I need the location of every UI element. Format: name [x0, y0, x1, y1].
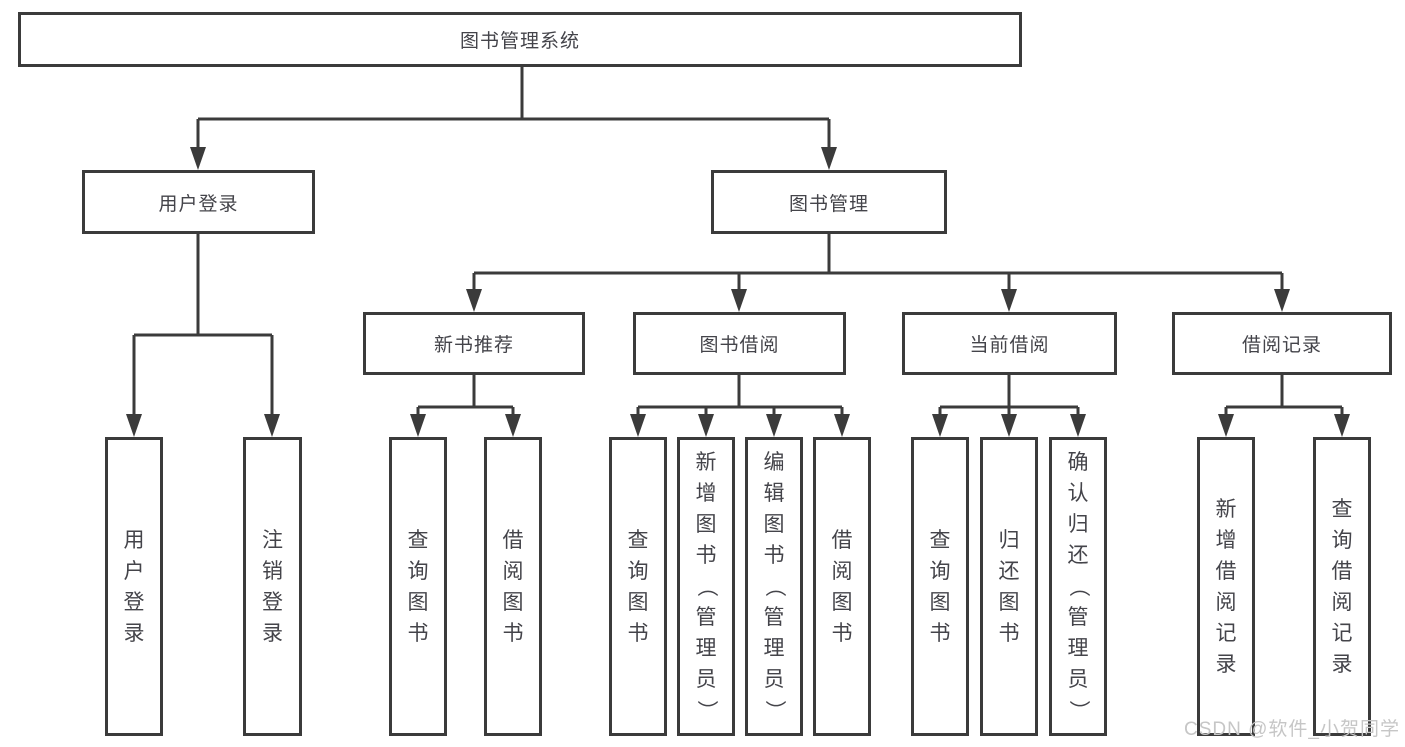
leaf-confirm-return-admin-label: 确认归还（管理员） [1066, 451, 1090, 721]
node-user-login-label: 用户登录 [158, 193, 239, 215]
leaf-borrow-books-recommend: 借阅图书 [484, 437, 542, 736]
node-borrowing-records-label: 借阅记录 [1241, 335, 1322, 356]
arrow-down-icon [1334, 414, 1350, 437]
node-borrowing-records: 借阅记录 [1172, 312, 1392, 375]
arrow-down-icon [1001, 414, 1017, 437]
leaf-user-login-label: 用户登录 [123, 528, 145, 645]
arrow-down-icon [834, 414, 850, 437]
leaf-query-books-current-label: 查询图书 [929, 528, 951, 645]
node-new-book-recommendation: 新书推荐 [363, 312, 585, 375]
leaf-add-borrow-record-label: 新增借阅记录 [1215, 497, 1237, 676]
leaf-borrow-books-label: 借阅图书 [831, 528, 853, 645]
leaf-add-books-admin: 新增图书（管理员） [677, 437, 735, 736]
arrow-down-icon [731, 289, 747, 312]
node-root: 图书管理系统 [18, 12, 1022, 67]
edge-newbook-split [416, 375, 515, 418]
arrow-down-icon [466, 289, 482, 312]
leaf-edit-books-admin: 编辑图书（管理员） [745, 437, 803, 736]
node-book-management: 图书管理 [711, 170, 947, 234]
edge-current-split [938, 375, 1080, 418]
watermark: CSDN @软件_小贺同学 [1184, 719, 1400, 740]
arrow-down-icon [126, 414, 142, 437]
leaf-borrow-books: 借阅图书 [813, 437, 871, 736]
leaf-query-borrow-record-label: 查询借阅记录 [1331, 497, 1353, 676]
arrowhead-icons [126, 147, 1350, 437]
leaf-query-books-borrow: 查询图书 [609, 437, 667, 736]
leaf-query-borrow-record: 查询借阅记录 [1313, 437, 1371, 736]
leaf-confirm-return-admin: 确认归还（管理员） [1049, 437, 1107, 736]
leaf-logout-label: 注销登录 [262, 528, 283, 645]
node-current-borrowing: 当前借阅 [902, 312, 1117, 375]
node-current-borrowing-label: 当前借阅 [969, 335, 1050, 356]
edge-userlogin-split [132, 234, 274, 418]
arrow-down-icon [766, 414, 782, 437]
leaf-query-books-current: 查询图书 [911, 437, 969, 736]
leaf-logout: 注销登录 [243, 437, 302, 736]
edge-borrow-split [636, 375, 844, 418]
arrow-down-icon [821, 147, 837, 170]
node-new-book-recommendation-label: 新书推荐 [433, 335, 514, 356]
arrow-down-icon [264, 414, 280, 437]
node-user-login: 用户登录 [82, 170, 315, 234]
arrow-down-icon [698, 414, 714, 437]
arrow-down-icon [1274, 289, 1290, 312]
arrow-down-icon [1070, 414, 1086, 437]
node-book-borrowing: 图书借阅 [633, 312, 846, 375]
arrow-down-icon [1218, 414, 1234, 437]
leaf-edit-books-admin-label: 编辑图书（管理员） [762, 451, 786, 721]
node-book-borrowing-label: 图书借阅 [699, 335, 780, 356]
edge-records-split [1224, 375, 1344, 418]
arrow-down-icon [932, 414, 948, 437]
leaf-query-books-recommend-label: 查询图书 [407, 528, 429, 645]
arrow-down-icon [505, 414, 521, 437]
arrow-down-icon [410, 414, 426, 437]
leaf-query-books-recommend: 查询图书 [389, 437, 447, 736]
leaf-add-borrow-record: 新增借阅记录 [1197, 437, 1255, 736]
leaf-user-login: 用户登录 [105, 437, 163, 736]
node-book-management-label: 图书管理 [788, 193, 869, 215]
node-root-label: 图书管理系统 [459, 31, 580, 52]
arrow-down-icon [1001, 289, 1017, 312]
leaf-borrow-books-recommend-label: 借阅图书 [502, 528, 524, 645]
leaf-return-books: 归还图书 [980, 437, 1038, 736]
arrow-down-icon [630, 414, 646, 437]
edge-bookmgmt-split [472, 234, 1284, 292]
leaf-query-books-borrow-label: 查询图书 [627, 528, 649, 645]
edge-root-split [196, 67, 831, 150]
leaf-add-books-admin-label: 新增图书（管理员） [694, 451, 718, 721]
leaf-return-books-label: 归还图书 [998, 528, 1020, 645]
arrow-down-icon [190, 147, 206, 170]
